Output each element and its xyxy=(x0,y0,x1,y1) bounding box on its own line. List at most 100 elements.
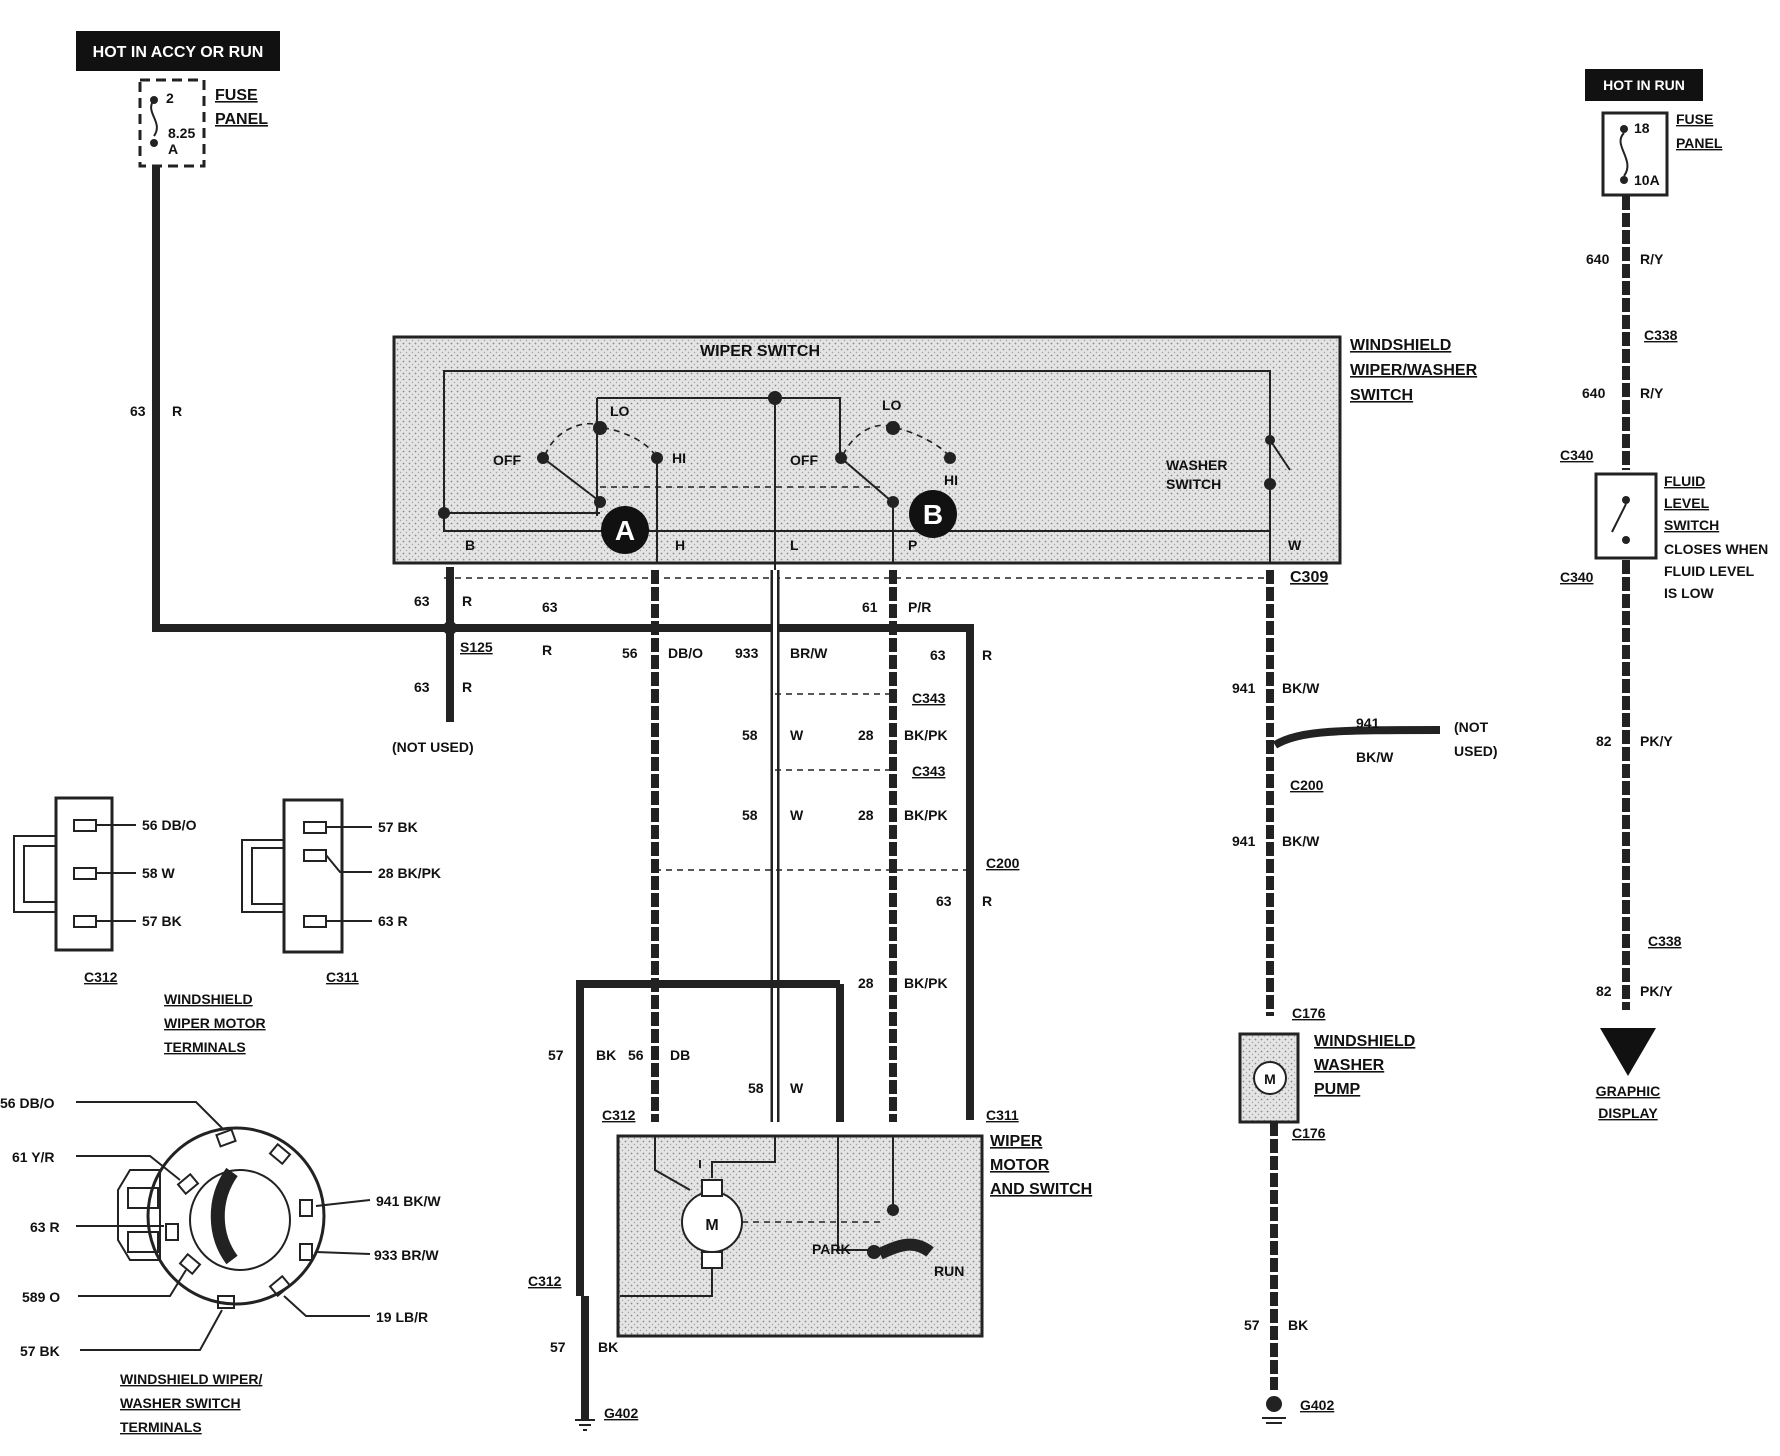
svg-text:R: R xyxy=(982,647,992,663)
svg-text:AND SWITCH: AND SWITCH xyxy=(990,1181,1092,1198)
svg-text:LO: LO xyxy=(610,403,630,419)
svg-text:A: A xyxy=(168,141,178,157)
svg-text:933: 933 xyxy=(735,645,759,661)
svg-text:HOT IN RUN: HOT IN RUN xyxy=(1603,77,1685,93)
svg-text:TERMINALS: TERMINALS xyxy=(164,1039,246,1055)
svg-text:M: M xyxy=(705,1217,718,1234)
svg-text:28: 28 xyxy=(858,727,874,743)
svg-text:C312: C312 xyxy=(602,1107,636,1123)
svg-text:B: B xyxy=(923,499,943,530)
svg-text:58: 58 xyxy=(742,807,758,823)
svg-text:941: 941 xyxy=(1356,715,1380,731)
svg-text:W: W xyxy=(790,1080,804,1096)
wiper-switch-box: WIPER SWITCH xyxy=(392,335,1342,565)
wire-56-dbo: 56 DB/O 56 DB xyxy=(622,570,703,1122)
svg-text:A: A xyxy=(615,515,635,546)
svg-text:BK/W: BK/W xyxy=(1356,749,1394,765)
svg-text:57 BK: 57 BK xyxy=(20,1343,60,1359)
svg-text:W: W xyxy=(1288,537,1302,553)
svg-text:DB: DB xyxy=(670,1047,690,1063)
svg-text:58: 58 xyxy=(748,1080,764,1096)
svg-text:USED): USED) xyxy=(1454,743,1498,759)
wire-61-28: 61 P/R C343 28 BK/PK C343 28 BK/PK 28 BK… xyxy=(858,570,948,1122)
svg-text:C312: C312 xyxy=(84,969,118,985)
svg-text:2: 2 xyxy=(166,90,174,106)
svg-text:R: R xyxy=(462,679,472,695)
svg-text:63: 63 xyxy=(414,593,430,609)
svg-text:BR/W: BR/W xyxy=(790,645,828,661)
svg-text:(NOT USED): (NOT USED) xyxy=(392,739,474,755)
svg-text:PUMP: PUMP xyxy=(1314,1081,1361,1098)
svg-text:C311: C311 xyxy=(986,1107,1019,1123)
svg-text:S125: S125 xyxy=(460,639,493,655)
wire-63-feed xyxy=(152,166,450,632)
c311-terminal-view: 57 BK 28 BK/PK 63 R C311 xyxy=(241,798,441,985)
wiper-motor-box: M PARK RUN xyxy=(616,1134,984,1338)
svg-text:63: 63 xyxy=(414,679,430,695)
svg-text:HOT IN ACCY OR RUN: HOT IN ACCY OR RUN xyxy=(93,44,264,61)
switch-internals: LO HI OFF LO HI OFF A B WASHER SWITCH B … xyxy=(438,371,1302,570)
svg-text:RUN: RUN xyxy=(934,1263,964,1279)
wiper-switch-name: WINDSHIELD WIPER/WASHER SWITCH xyxy=(1350,337,1478,404)
fuse-panel-right: 18 10A FUSE PANEL xyxy=(1601,111,1723,197)
svg-text:56 DB/O: 56 DB/O xyxy=(142,817,197,833)
svg-text:BK: BK xyxy=(598,1339,618,1355)
svg-text:HI: HI xyxy=(672,450,686,466)
wire-941-bkw: 941 BK/W 941 BK/W (NOT USED) C200 941 BK… xyxy=(1232,570,1498,1021)
svg-text:MOTOR: MOTOR xyxy=(990,1157,1050,1174)
svg-text:L: L xyxy=(790,537,799,553)
svg-text:28 BK/PK: 28 BK/PK xyxy=(378,865,441,881)
svg-text:C343: C343 xyxy=(912,690,946,706)
svg-text:WASHER SWITCH: WASHER SWITCH xyxy=(120,1395,241,1411)
svg-text:63: 63 xyxy=(130,403,146,419)
fluid-level-switch: FLUID LEVEL SWITCH CLOSES WHEN FLUID LEV… xyxy=(1560,472,1768,601)
svg-text:DISPLAY: DISPLAY xyxy=(1598,1105,1658,1121)
svg-text:941 BK/W: 941 BK/W xyxy=(376,1193,441,1209)
svg-text:WIPER MOTOR: WIPER MOTOR xyxy=(164,1015,266,1031)
svg-text:WINDSHIELD: WINDSHIELD xyxy=(1314,1033,1415,1050)
svg-text:63 R: 63 R xyxy=(30,1219,60,1235)
svg-text:61 Y/R: 61 Y/R xyxy=(12,1149,55,1165)
svg-text:8.25: 8.25 xyxy=(168,125,195,141)
svg-text:M: M xyxy=(1264,1071,1276,1087)
c312-terminal-view: 56 DB/O 58 W 57 BK C312 xyxy=(13,796,197,985)
svg-text:C340: C340 xyxy=(1560,447,1594,463)
svg-text:R/Y: R/Y xyxy=(1640,251,1664,267)
svg-text:C340: C340 xyxy=(1560,569,1594,585)
svg-text:63: 63 xyxy=(936,893,952,909)
svg-text:TERMINALS: TERMINALS xyxy=(120,1419,202,1435)
svg-text:PANEL: PANEL xyxy=(1676,135,1723,151)
svg-text:18: 18 xyxy=(1634,120,1650,136)
svg-text:FUSE: FUSE xyxy=(1676,111,1713,127)
wire-63-r: 63 R S125 63 R (NOT USED) xyxy=(392,567,493,755)
motor-terminals-label: WINDSHIELD WIPER MOTOR TERMINALS xyxy=(164,991,266,1055)
svg-text:941: 941 xyxy=(1232,833,1256,849)
svg-text:H: H xyxy=(675,537,685,553)
svg-text:63 R: 63 R xyxy=(378,913,408,929)
svg-text:GRAPHIC: GRAPHIC xyxy=(1596,1083,1661,1099)
hot-accy-run-tag: HOT IN ACCY OR RUN xyxy=(76,31,280,71)
wire-57-bk xyxy=(576,980,640,1296)
svg-text:WASHER: WASHER xyxy=(1166,457,1227,473)
svg-text:PARK: PARK xyxy=(812,1241,851,1257)
svg-text:G402: G402 xyxy=(1300,1397,1334,1413)
svg-text:PK/Y: PK/Y xyxy=(1640,733,1673,749)
svg-text:W: W xyxy=(790,807,804,823)
svg-text:P: P xyxy=(908,537,917,553)
svg-text:FUSE: FUSE xyxy=(215,87,258,104)
svg-text:C176: C176 xyxy=(1292,1125,1326,1141)
svg-text:10A: 10A xyxy=(1634,172,1660,188)
svg-text:PK/Y: PK/Y xyxy=(1640,983,1673,999)
svg-text:C311: C311 xyxy=(326,969,359,985)
hot-run-tag: HOT IN RUN xyxy=(1585,69,1703,101)
svg-text:57 BK: 57 BK xyxy=(378,819,418,835)
wire-933-58: 933 BR/W 58 W 58 W 58 W xyxy=(735,570,828,1122)
washer-pump: M WINDSHIELD WASHER PUMP C176 xyxy=(1238,1032,1415,1141)
svg-text:C312: C312 xyxy=(528,1273,562,1289)
svg-text:56 DB/O: 56 DB/O xyxy=(0,1095,55,1111)
svg-text:P/R: P/R xyxy=(908,599,931,615)
svg-text:C343: C343 xyxy=(912,763,946,779)
wiper-motor-name: WIPER MOTOR AND SWITCH xyxy=(990,1133,1092,1198)
svg-text:BK/W: BK/W xyxy=(1282,680,1320,696)
svg-text:C176: C176 xyxy=(1292,1005,1326,1021)
